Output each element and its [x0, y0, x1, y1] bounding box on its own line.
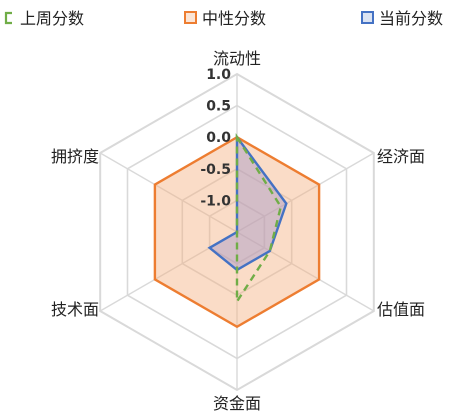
legend-label-current: 当前分数 [379, 9, 443, 28]
tick-label-0.0: 0.0 [206, 130, 231, 146]
tick-labels: 1.0 0.5 0.0 -0.5 -1.0 [200, 67, 231, 209]
legend-label-neutral: 中性分数 [202, 9, 266, 28]
tick-label-0.5: 0.5 [206, 99, 231, 115]
axis-label-technical: 技术面 [51, 300, 99, 319]
grid-spoke [99, 152, 238, 233]
axis-label-crowdedness: 拥挤度 [51, 147, 99, 166]
legend: 上周分数 中性分数 当前分数 [4, 9, 443, 28]
axis-label-economy: 经济面 [377, 147, 425, 166]
legend-swatch-current [361, 11, 374, 24]
legend-label-last-week: 上周分数 [20, 9, 84, 28]
legend-item-neutral[interactable]: 中性分数 [184, 9, 266, 28]
legend-item-current[interactable]: 当前分数 [361, 9, 443, 28]
grid-spoke [236, 231, 375, 312]
series-polygon-last-week [235, 133, 283, 306]
axis-labels: 流动性 经济面 估值面 资金面 技术面 拥挤度 [51, 49, 425, 413]
grid-spoke [236, 152, 375, 233]
series-layer [153, 133, 321, 329]
tick-label-1.0: 1.0 [206, 67, 231, 83]
axis-label-funds: 资金面 [213, 394, 261, 413]
tick-label--0.5: -0.5 [200, 162, 231, 178]
legend-swatch-last-week [4, 11, 12, 25]
tick-label--1.0: -1.0 [200, 193, 231, 209]
legend-item-last-week[interactable]: 上周分数 [4, 9, 84, 28]
axis-label-liquidity: 流动性 [213, 49, 261, 68]
axis-label-valuation: 估值面 [377, 300, 425, 319]
legend-swatch-neutral [184, 11, 197, 24]
